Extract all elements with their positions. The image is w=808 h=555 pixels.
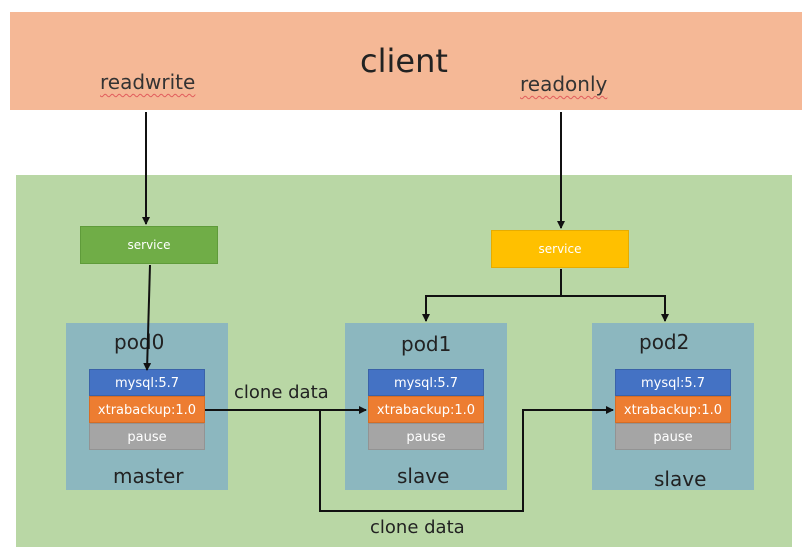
readonly-label: readonly — [520, 72, 608, 96]
pod0-mysql-container: mysql:5.7 — [89, 369, 205, 396]
arrow-service-to-pod2 — [561, 295, 669, 322]
pod2-role: slave — [654, 467, 707, 491]
clone-data-label-top: clone data — [234, 382, 329, 403]
client-banner — [10, 12, 802, 110]
pod1-pause-container: pause — [368, 423, 484, 450]
pod0-pause-container: pause — [89, 423, 205, 450]
service-readwrite: service — [80, 226, 218, 264]
pod0-box: pod0 mysql:5.7 xtrabackup:1.0 pause mast… — [66, 323, 228, 490]
pod2-pause-container: pause — [615, 423, 731, 450]
pod2-mysql-container: mysql:5.7 — [615, 369, 731, 396]
readwrite-label: readwrite — [100, 70, 196, 94]
pod0-name: pod0 — [114, 330, 165, 354]
arrow-service-to-pod1 — [422, 269, 562, 322]
pod2-name: pod2 — [639, 330, 690, 354]
pod1-name: pod1 — [401, 332, 452, 356]
pod0-xtrabackup-container: xtrabackup:1.0 — [89, 396, 205, 423]
pod2-box: pod2 mysql:5.7 xtrabackup:1.0 pause slav… — [592, 323, 754, 491]
arrow-clone-pod0-to-pod2 — [319, 406, 614, 512]
pod1-xtrabackup-container: xtrabackup:1.0 — [368, 396, 484, 423]
pod1-role: slave — [397, 464, 450, 488]
pod0-role: master — [113, 464, 184, 488]
arrow-service-to-pod0 — [143, 264, 152, 371]
service-readonly: service — [491, 230, 629, 268]
clone-data-label-bottom: clone data — [370, 517, 465, 538]
pod2-xtrabackup-container: xtrabackup:1.0 — [615, 396, 731, 423]
pod1-mysql-container: mysql:5.7 — [368, 369, 484, 396]
client-title: client — [360, 42, 448, 80]
pod1-box: pod1 mysql:5.7 xtrabackup:1.0 pause slav… — [345, 323, 507, 490]
